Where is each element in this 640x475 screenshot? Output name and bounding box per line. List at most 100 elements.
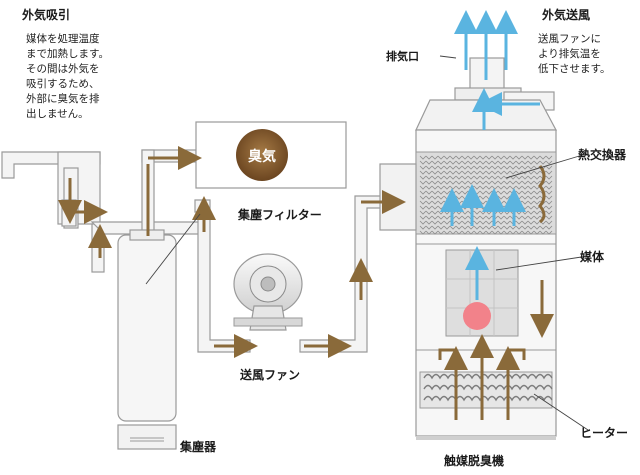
mesh-stroke	[485, 160, 493, 165]
mesh-stroke	[533, 200, 541, 205]
mesh-stroke	[443, 180, 451, 185]
mesh-stroke	[485, 215, 493, 220]
dust-collector-label: 集塵器	[180, 440, 217, 454]
mesh-stroke	[425, 155, 433, 160]
mesh-stroke	[449, 165, 457, 170]
mesh-stroke	[455, 180, 463, 185]
mesh-stroke	[461, 230, 469, 235]
odor-flow-arrows	[58, 146, 554, 420]
mesh-stroke	[467, 165, 475, 170]
mesh-stroke	[425, 205, 433, 210]
mesh-stroke	[527, 170, 535, 175]
mesh-stroke	[437, 230, 445, 235]
mesh-stroke	[485, 230, 493, 235]
mesh-stroke	[479, 175, 487, 180]
mesh-stroke	[521, 155, 529, 160]
mesh-stroke	[461, 175, 469, 180]
mesh-stroke	[497, 230, 505, 235]
mesh-stroke	[527, 190, 535, 195]
mesh-stroke	[431, 180, 439, 185]
mesh-stroke	[419, 195, 427, 200]
mesh-stroke	[533, 195, 541, 200]
mesh-stroke	[497, 215, 505, 220]
mesh-stroke	[539, 230, 547, 235]
mesh-stroke	[509, 155, 517, 160]
exhaust-line-1: 送風ファンに	[538, 33, 601, 45]
mesh-stroke	[497, 220, 505, 225]
mesh-stroke	[539, 155, 547, 160]
mesh-stroke	[545, 230, 553, 235]
mesh-stroke	[515, 165, 523, 170]
mesh-stroke	[497, 165, 505, 170]
intake-line-3: その間は外気を	[26, 63, 100, 75]
catalytic-unit	[379, 57, 557, 440]
mesh-stroke	[527, 175, 535, 180]
mesh-stroke	[443, 155, 451, 160]
mesh-stroke	[473, 175, 481, 180]
mesh-stroke	[467, 155, 475, 160]
heater-coil	[423, 373, 553, 380]
mesh-stroke	[533, 225, 541, 230]
mesh-stroke	[545, 205, 553, 210]
mesh-stroke	[479, 160, 487, 165]
mesh-stroke	[473, 170, 481, 175]
mesh-stroke	[527, 195, 535, 200]
medium-label: 媒体	[580, 250, 605, 264]
mesh-stroke	[449, 230, 457, 235]
mesh-stroke	[419, 180, 427, 185]
mesh-stroke	[425, 215, 433, 220]
mesh-stroke	[527, 230, 535, 235]
medium-dot	[463, 302, 491, 330]
mesh-stroke	[437, 165, 445, 170]
mesh-stroke	[503, 160, 511, 165]
mesh-stroke	[521, 210, 529, 215]
mesh-stroke	[491, 180, 499, 185]
mesh-stroke	[449, 160, 457, 165]
mesh-stroke	[533, 190, 541, 195]
mesh-stroke	[533, 170, 541, 175]
mesh-stroke	[425, 225, 433, 230]
mesh-stroke	[479, 155, 487, 160]
mesh-stroke	[545, 165, 553, 170]
mesh-stroke	[473, 220, 481, 225]
mesh-stroke	[497, 175, 505, 180]
mesh-stroke	[527, 210, 535, 215]
mesh-stroke	[533, 215, 541, 220]
odor-badge	[236, 129, 288, 181]
mesh-stroke	[443, 165, 451, 170]
fresh-air-arrows	[440, 10, 540, 300]
mesh-stroke	[479, 215, 487, 220]
mesh-stroke	[521, 220, 529, 225]
mesh-stroke	[533, 155, 541, 160]
mesh-stroke	[431, 170, 439, 175]
mesh-stroke	[425, 230, 433, 235]
mesh-stroke	[419, 160, 427, 165]
mesh-stroke	[437, 160, 445, 165]
mesh-stroke	[431, 200, 439, 205]
mesh-stroke	[455, 160, 463, 165]
mesh-stroke	[437, 175, 445, 180]
mesh-stroke	[467, 225, 475, 230]
mesh-stroke	[497, 225, 505, 230]
mesh-stroke	[437, 180, 445, 185]
mesh-stroke	[419, 170, 427, 175]
mesh-stroke	[485, 155, 493, 160]
exhaust-line-2: より排気温を	[538, 48, 601, 60]
mesh-stroke	[515, 180, 523, 185]
mesh-stroke	[503, 230, 511, 235]
mesh-stroke	[431, 230, 439, 235]
mesh-stroke	[419, 185, 427, 190]
mesh-stroke	[431, 190, 439, 195]
exhaust-line-3: 低下させます。	[538, 63, 611, 75]
mesh-stroke	[425, 190, 433, 195]
leader-lines	[145, 55, 589, 431]
mesh-stroke	[497, 160, 505, 165]
mesh-stroke	[545, 170, 553, 175]
mesh-stroke	[545, 200, 553, 205]
mesh-stroke	[455, 175, 463, 180]
mesh-stroke	[515, 175, 523, 180]
mesh-stroke	[539, 225, 547, 230]
mesh-stroke	[491, 175, 499, 180]
mesh-stroke	[431, 225, 439, 230]
mesh-stroke	[449, 175, 457, 180]
